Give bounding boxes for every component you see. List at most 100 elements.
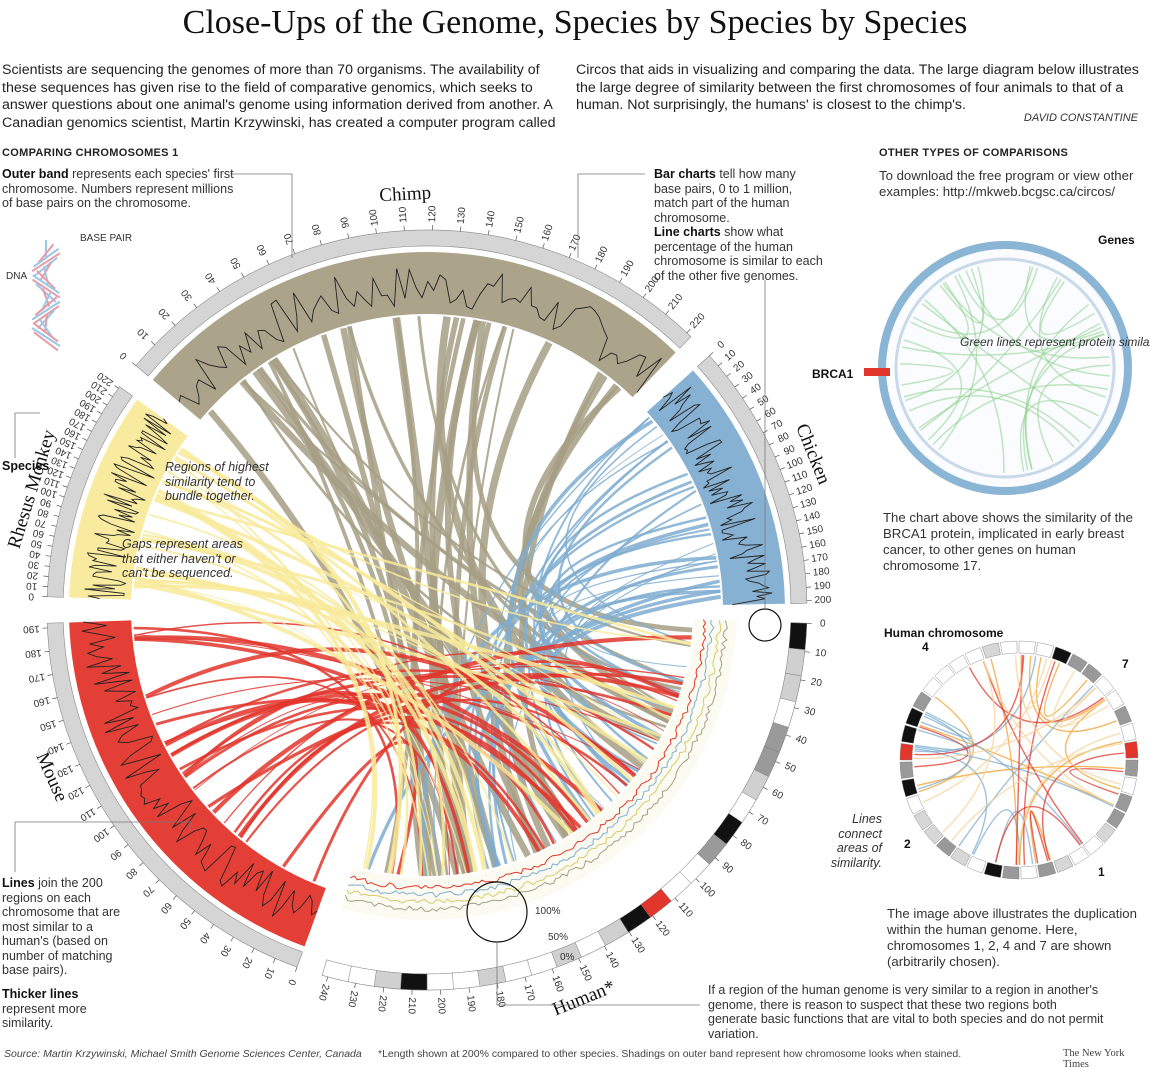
green-lines-note: Green lines represent protein similarity… — [960, 335, 1150, 349]
lines-text: join the 200 regions on each chromosome … — [2, 876, 120, 977]
brca1-marker — [864, 368, 890, 376]
tick-rhesus-monkey — [82, 438, 86, 440]
genes-label: Genes — [1098, 233, 1135, 247]
tick-human — [469, 988, 470, 993]
tick-mouse — [139, 863, 143, 866]
chromosome-1-label: 1 — [1098, 865, 1105, 879]
tick-label-mouse: 100 — [91, 825, 111, 844]
chromosome-band-block — [1019, 641, 1036, 654]
tick-label-mouse: 180 — [24, 647, 42, 660]
tick-label-chicken: 90 — [782, 443, 797, 458]
pct-50-label: 50% — [548, 932, 568, 943]
human-band-block — [478, 966, 506, 986]
tick-label-chicken: 160 — [808, 538, 827, 552]
tick-label-rhesus-monkey: 0 — [28, 590, 34, 601]
duplication-link — [996, 812, 1033, 864]
tick-mouse — [211, 924, 214, 928]
tick-mouse — [52, 698, 57, 699]
human-band-block — [785, 648, 804, 676]
tick-rhesus-monkey — [114, 385, 118, 388]
tick-label-mouse: 70 — [140, 883, 156, 899]
tick-mouse — [173, 896, 176, 900]
brca1-outer-ring — [882, 245, 1128, 491]
tick-mouse — [44, 651, 49, 652]
tick-chicken — [796, 520, 801, 521]
chromosome-band-block — [1054, 855, 1073, 872]
dna-label: DNA — [6, 271, 27, 282]
tick-chimp — [376, 228, 377, 233]
tick-label-human: 40 — [794, 733, 809, 747]
tick-chimp — [267, 260, 269, 265]
tick-label-human: 120 — [653, 919, 672, 939]
nyt-credit: The New York Times — [1063, 1048, 1150, 1070]
tick-human — [776, 761, 781, 763]
tick-human — [604, 946, 606, 950]
tick-human — [552, 969, 554, 974]
tick-label-human: 170 — [522, 983, 537, 1002]
tick-label-chicken: 120 — [795, 482, 815, 498]
chromosome-band-block — [906, 795, 923, 814]
tick-rhesus-monkey — [74, 457, 79, 459]
tick-label-human: 50 — [783, 761, 798, 776]
tick-label-human: 70 — [755, 813, 771, 828]
line-charts-bold: Line charts — [654, 225, 721, 239]
chromosome-band-block — [965, 647, 984, 664]
tick-mouse — [192, 911, 195, 915]
outer-band-bold: Outer band — [2, 167, 69, 181]
tick-label-human: 10 — [814, 648, 827, 660]
tick-label-human: 220 — [375, 994, 388, 1012]
tick-rhesus-monkey — [70, 466, 75, 468]
lines-bold: Lines — [2, 876, 35, 890]
chromosome-band-block — [1121, 777, 1136, 795]
tick-mouse — [295, 967, 297, 972]
tick-label-chimp: 20 — [156, 305, 172, 321]
tick-label-human: 0 — [820, 618, 826, 629]
tick-mouse — [252, 948, 254, 952]
tick-label-mouse: 110 — [78, 805, 98, 823]
tick-label-chicken: 110 — [791, 469, 810, 485]
chromosome-band-block — [1115, 793, 1132, 812]
tick-chicken — [802, 546, 807, 547]
tick-label-human: 20 — [810, 677, 823, 690]
tick-human — [801, 680, 806, 681]
tick-label-chimp: 140 — [484, 210, 498, 229]
tick-rhesus-monkey — [46, 556, 51, 557]
tick-label-chicken: 190 — [814, 580, 832, 592]
brca1-circos: Green lines represent protein similarity… — [812, 233, 1150, 491]
tick-human — [696, 879, 700, 883]
tick-label-mouse: 50 — [177, 915, 193, 931]
tick-human — [794, 708, 799, 709]
duplication-link — [1030, 811, 1047, 863]
tick-label-chimp: 60 — [255, 242, 270, 257]
tick-mouse — [273, 958, 275, 963]
tick-label-human: 210 — [405, 997, 417, 1015]
chromosome-band-block — [1052, 647, 1071, 664]
tick-label-chicken: 170 — [811, 552, 829, 565]
species-label-chimp: Chimp — [379, 183, 432, 207]
tick-chimp — [569, 253, 571, 258]
tick-label-mouse: 60 — [158, 900, 174, 916]
tick-rhesus-monkey — [63, 486, 68, 488]
chromosome-band-block — [1002, 866, 1019, 879]
tick-label-mouse: 10 — [261, 966, 276, 981]
tick-chicken — [799, 533, 804, 534]
chromosome-4-label: 4 — [922, 640, 929, 654]
tick-rhesus-monkey — [47, 545, 52, 546]
tick-chicken — [789, 493, 794, 495]
tick-chimp — [172, 322, 175, 326]
chromosome-band-block — [900, 743, 913, 760]
tick-rhesus-monkey — [45, 566, 50, 567]
tick-chicken — [775, 455, 780, 457]
tick-label-chicken: 70 — [770, 418, 785, 433]
tick-label-human: 140 — [603, 950, 621, 970]
tick-rhesus-monkey — [103, 402, 107, 405]
chromosome-band-block — [1038, 862, 1056, 877]
lines-connect-note: Lines connect areas of similarity. — [816, 812, 882, 870]
chromosome-band-block — [902, 779, 917, 797]
tick-human — [733, 835, 737, 838]
tick-label-chimp: 50 — [228, 255, 243, 270]
human-band-block — [503, 960, 532, 982]
species-label: Species — [2, 459, 49, 474]
chromosome-band-block — [1021, 866, 1038, 879]
tick-label-mouse: 0 — [285, 978, 297, 987]
